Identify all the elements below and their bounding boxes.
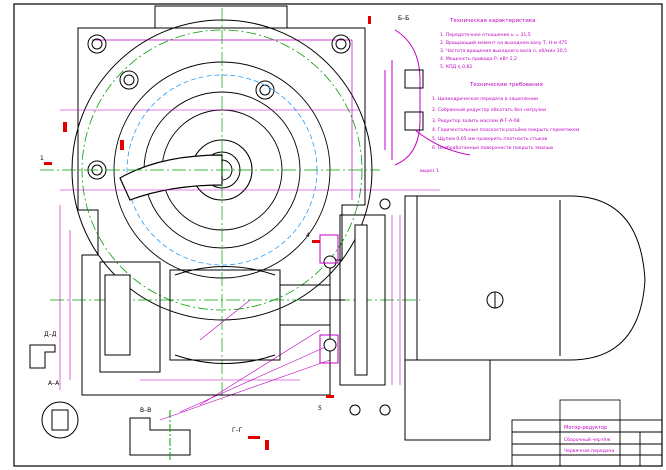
spec-line-1: 1. Передаточное отношение u = 31,5 [440, 32, 531, 38]
title-block-row3: Червячная передача [564, 448, 614, 454]
tech-req-title: Технические требования [469, 82, 543, 88]
req-line-6: 6. Необработанные поверхности покрыть эм… [432, 145, 553, 151]
label-section-a: А–А [48, 380, 60, 387]
req-line-5: 5. Щупом 0,05 мм проверить плотность сты… [432, 136, 547, 142]
title-block-row2: Сборочный чертёж [564, 436, 610, 443]
dimension-lines [59, 109, 440, 421]
worm-shaft [99, 261, 345, 373]
tech-specs-title: Техническая характеристика [449, 18, 536, 24]
req-line-2: 2. Собранный редуктор обкатать без нагру… [432, 106, 546, 113]
label-section-d: Д–Д [44, 331, 57, 338]
req-line-3: 3. Редуктор залить маслом И-Г-А-68 [432, 118, 520, 124]
label-section-g: Г–Г [232, 427, 243, 434]
cut-section [119, 154, 223, 201]
electric-motor [349, 195, 646, 441]
spec-line-5: 5. КПД η 0,82 [440, 64, 472, 70]
req-line-1: 1. Цилиндрическая передача в зацеплении [432, 96, 538, 102]
title-block [511, 419, 663, 467]
spec-line-4: 4. Мощность привода P, кВт 2,2 [440, 56, 517, 62]
title-block-name: Мотор-редуктор [564, 425, 607, 431]
side-section-view [384, 29, 471, 166]
small-stamp-box [559, 399, 621, 421]
housing-base [81, 380, 331, 396]
sheet-frame [13, 3, 663, 467]
label-mark-4: 4 [306, 232, 310, 239]
section-markers [44, 16, 371, 450]
spec-line-3: 3. Частота вращения выходного вала n, об… [440, 48, 567, 54]
label-mark-1: 1 [40, 155, 44, 162]
label-section-b: В–В [140, 407, 151, 414]
spec-line-2: 2. Вращающий момент на выходном валу Т, … [440, 39, 567, 46]
label-top-view: Б–Б [398, 15, 409, 22]
side-note: вырез 1 [420, 168, 439, 174]
bearing-flange [319, 214, 386, 386]
detail-views [29, 344, 191, 460]
label-mark-5: 5 [318, 405, 322, 412]
req-line-4: 4. Горизонтальные плоскости разъёма покр… [432, 127, 580, 133]
